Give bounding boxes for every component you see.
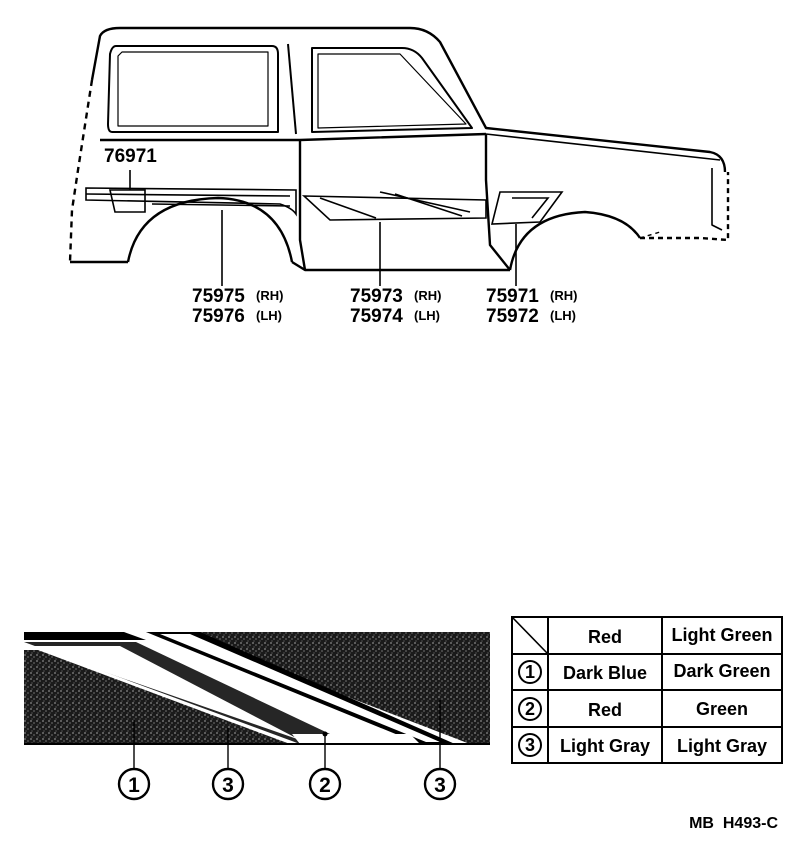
callout-3-left: 3: [211, 767, 245, 801]
table-row-3-b: Light Gray: [677, 736, 767, 756]
table-row-3-a: Light Gray: [560, 736, 650, 756]
part-label-front-lh: 75972: [486, 306, 539, 327]
part-label-rear-rh: 75975: [192, 286, 245, 307]
table-row-1-b: Dark Green: [673, 661, 770, 681]
table-row-1-a: Dark Blue: [563, 663, 647, 683]
front-lh-tag: (LH): [550, 308, 576, 323]
rear-lh-tag: (LH): [256, 308, 282, 323]
reference-code: MB H493-C: [689, 815, 778, 832]
stripe-top-band: [24, 632, 146, 640]
table-row-3-num: 3: [525, 735, 535, 755]
stripe-zone-1: [24, 650, 290, 744]
leader-lines: [129, 170, 517, 286]
part-label-door-lh: 75974: [350, 306, 403, 327]
callout-1-label: 1: [128, 774, 140, 797]
stripe-white-left: [30, 646, 300, 740]
table-row-2-b: Green: [696, 699, 748, 719]
color-table: Red Light Green 1 Dark Blue Dark Green 2…: [511, 616, 783, 764]
table-header-a: Red: [588, 627, 622, 647]
callout-3-right: 3: [423, 767, 457, 801]
door-lh-tag: (LH): [414, 308, 440, 323]
part-label-door-rh: 75973: [350, 286, 403, 307]
stripe-white-right: [160, 634, 440, 742]
body-stripes: [85, 187, 564, 225]
door-rh-tag: (RH): [414, 288, 441, 303]
table-header-b: Light Green: [671, 625, 772, 645]
rear-rh-tag: (RH): [256, 288, 283, 303]
table-row-2-num: 2: [525, 699, 535, 719]
stripe-zone-1-right: [146, 632, 490, 744]
callout-2: 2: [308, 767, 342, 801]
stripe-detail: [24, 632, 490, 768]
table-corner-diagonal: [511, 616, 549, 655]
callout-3-right-label: 3: [434, 774, 446, 797]
part-label-76971: 76971: [104, 146, 157, 167]
part-label-front-rh: 75971: [486, 286, 539, 307]
table-row-2-a: Red: [588, 700, 622, 720]
stripe-zone-2: [292, 734, 420, 744]
callout-3-left-label: 3: [222, 774, 234, 797]
front-rh-tag: (RH): [550, 288, 577, 303]
vehicle-body-outline: [68, 26, 730, 272]
part-label-rear-lh: 75976: [192, 306, 245, 327]
callout-2-label: 2: [319, 774, 331, 797]
table-row-1-num: 1: [525, 662, 535, 682]
callout-1: 1: [117, 767, 151, 801]
